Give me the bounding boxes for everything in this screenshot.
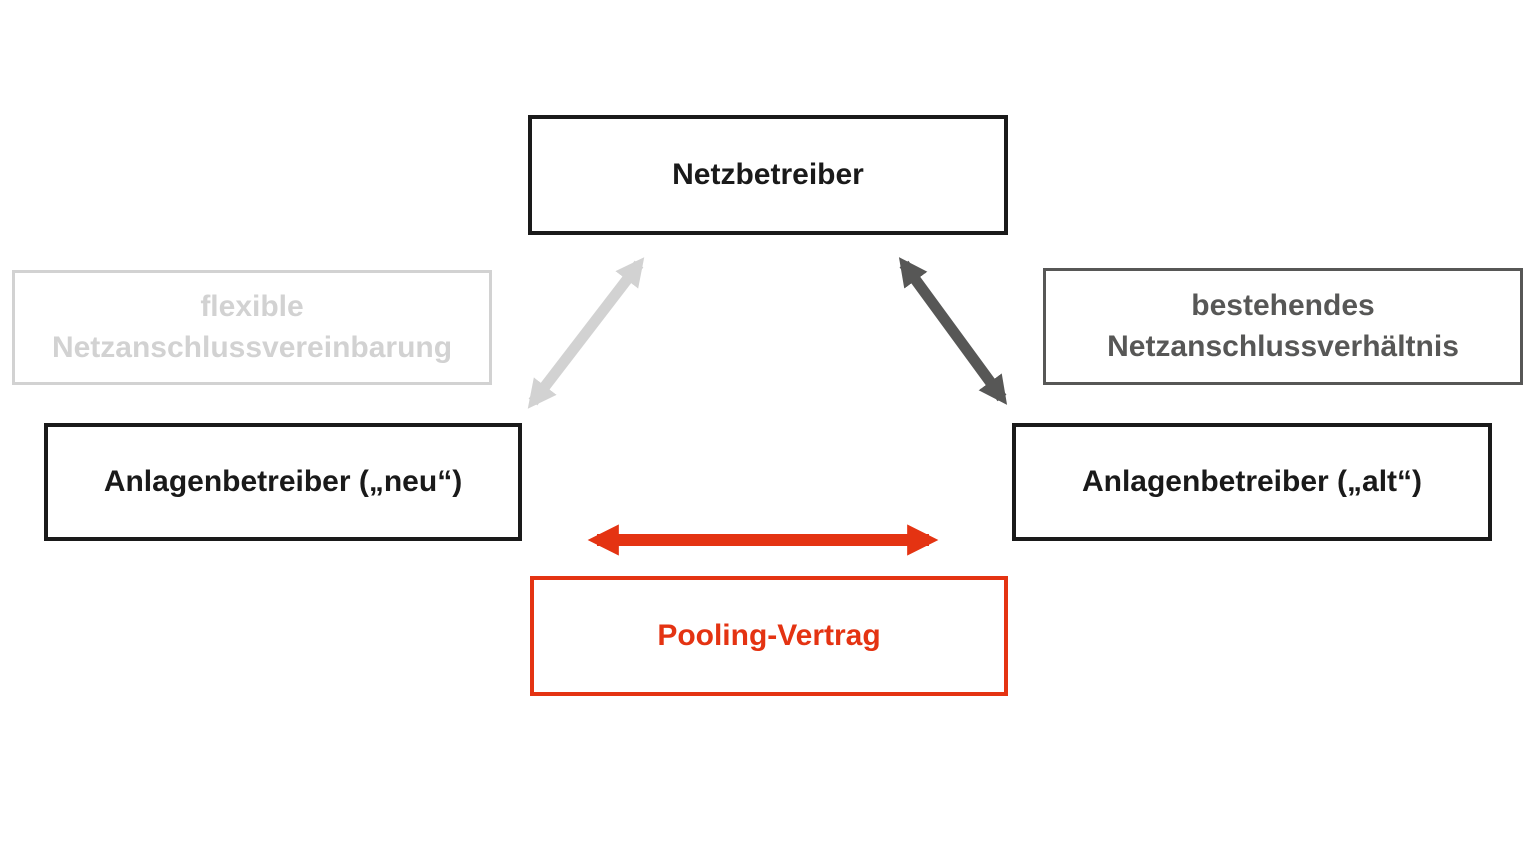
node-bestehendes-label-line1: bestehendes xyxy=(1191,289,1375,322)
node-netzbetreiber-label: Netzbetreiber xyxy=(672,157,864,191)
node-flexible-label-line2: Netzanschlussvereinbarung xyxy=(51,330,453,364)
node-flexible-label-line1: flexible xyxy=(200,290,304,323)
arrow-netzbetreiber-anlagenbetreiber-neu xyxy=(527,257,645,409)
node-anlagenbetreiber-alt: Anlagenbetreiber („alt“) xyxy=(1012,423,1492,541)
node-anlagenbetreiber-alt-label: Anlagenbetreiber („alt“) xyxy=(1081,464,1423,498)
node-bestehendes-netzanschlussverhaeltnis: bestehendes Netzanschlussverhältnis xyxy=(1043,268,1523,385)
arrow-netzbetreiber-anlagenbetreiber-alt xyxy=(898,257,1008,405)
node-pooling-vertrag: Pooling-Vertrag xyxy=(530,576,1008,696)
node-netzbetreiber: Netzbetreiber xyxy=(528,115,1008,235)
node-anlagenbetreiber-neu-label: Anlagenbetreiber („neu“) xyxy=(103,464,463,498)
node-flexible-netzanschlussvereinbarung: flexible Netzanschlussvereinbarung xyxy=(12,270,492,385)
node-bestehendes-label-line2: Netzanschlussverhältnis xyxy=(1107,329,1459,363)
node-anlagenbetreiber-neu: Anlagenbetreiber („neu“) xyxy=(44,423,522,541)
node-pooling-vertrag-label: Pooling-Vertrag xyxy=(657,618,881,652)
